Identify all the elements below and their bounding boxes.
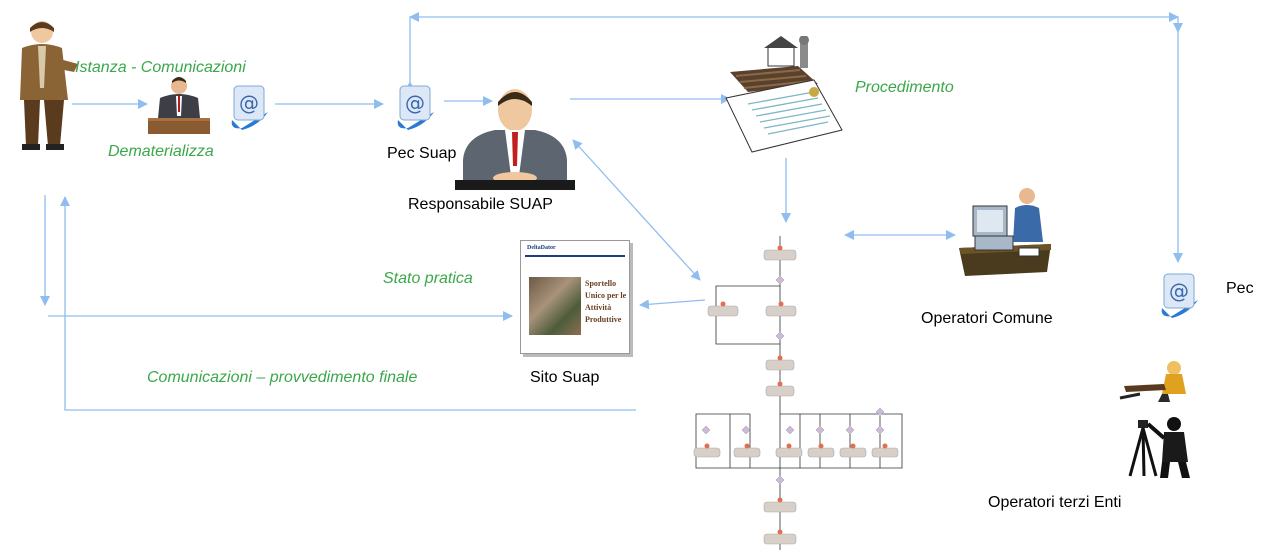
site-card-title-line: Unico per le xyxy=(585,291,627,300)
label-operatori-comune: Operatori Comune xyxy=(921,310,1053,327)
label-comunicazioni-provvedimento: Comunicazioni – provvedimento finale xyxy=(147,369,418,386)
site-card-title-line: Produttive xyxy=(585,315,622,324)
clerk-desk-icon xyxy=(148,77,210,134)
svg-text:@: @ xyxy=(1169,279,1189,303)
site-card-title-line: Sportello xyxy=(585,279,617,288)
procedimento-document-icon xyxy=(725,36,843,153)
arrow-flow-to-site xyxy=(639,299,706,310)
surveyor-workers-icon xyxy=(1119,361,1190,478)
user-figure-icon xyxy=(20,21,78,150)
pec-suap-email-icon: @ xyxy=(397,85,434,130)
operatore-computer-icon xyxy=(959,188,1051,276)
label-responsabile-suap: Responsabile SUAP xyxy=(408,196,553,213)
arrow-responsabile-flow xyxy=(572,139,701,281)
label-stato-pratica: Stato pratica xyxy=(383,270,473,287)
sito-suap-screenshot: DeltaDator Sportello Unico per le Attivi… xyxy=(520,240,630,354)
arrow-top-loop xyxy=(405,16,1183,91)
svg-text:@: @ xyxy=(405,91,425,115)
site-card-header: DeltaDator xyxy=(527,245,556,251)
responsabile-figure-icon xyxy=(455,89,575,190)
svg-text:@: @ xyxy=(239,91,259,115)
pec-email-icon: @ xyxy=(1161,273,1198,318)
site-card-divider xyxy=(525,255,625,257)
label-operatori-terzi-enti: Operatori terzi Enti xyxy=(988,494,1122,511)
label-pec: Pec xyxy=(1226,280,1254,297)
label-istanza-comunicazioni: Istanza - Comunicazioni xyxy=(75,59,246,76)
arrow-final-return xyxy=(60,196,636,411)
label-procedimento: Procedimento xyxy=(855,79,954,96)
label-dematerializza: Dematerializza xyxy=(108,143,214,160)
email-icon: @ xyxy=(231,85,268,130)
site-card-photo xyxy=(529,277,581,335)
label-pec-suap: Pec Suap xyxy=(387,145,457,162)
site-card-title-line: Attività xyxy=(585,303,612,312)
workflow-diagram xyxy=(693,236,903,550)
label-sito-suap: Sito Suap xyxy=(530,369,600,386)
